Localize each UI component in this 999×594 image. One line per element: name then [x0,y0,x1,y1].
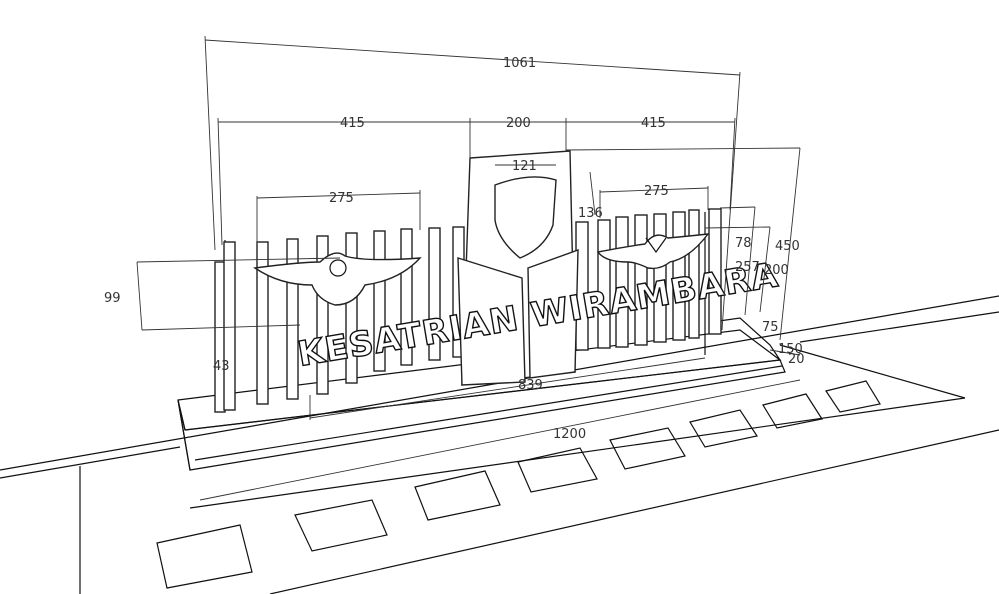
dim-slat-height: 257 [735,260,760,275]
dim-base-step: 20 [788,352,805,367]
dim-base-width: 1200 [553,427,586,442]
left-eagle-emblem [253,252,422,306]
dim-base-height: 75 [762,320,779,335]
dim-shield-width: 121 [512,159,537,174]
dim-base-depth: 150 [778,342,803,357]
dim-panel-height: 200 [764,263,789,278]
dim-emblem-height: 78 [735,236,752,251]
dim-left-emblem-width: 275 [329,191,354,206]
dim-text-width: 839 [518,378,543,393]
dimension-lines [136,35,801,501]
paving-tiles [156,380,881,589]
dimension-labels: 1061 415 200 415 121 275 275 136 78 450 … [104,56,805,442]
dim-right-section: 415 [641,116,666,131]
dim-center-offset: 136 [578,206,603,221]
dim-total-height: 450 [775,239,800,254]
dim-left-section: 415 [340,116,365,131]
shield-emblem [494,176,557,259]
dim-right-emblem-width: 275 [644,184,669,199]
right-eagle-emblem [596,233,710,270]
dim-total-width: 1061 [503,56,536,71]
dim-text-offset: 43 [213,359,230,374]
dim-left-emblem-height: 99 [104,291,121,306]
center-column [457,150,579,386]
dim-center-section: 200 [506,116,531,131]
